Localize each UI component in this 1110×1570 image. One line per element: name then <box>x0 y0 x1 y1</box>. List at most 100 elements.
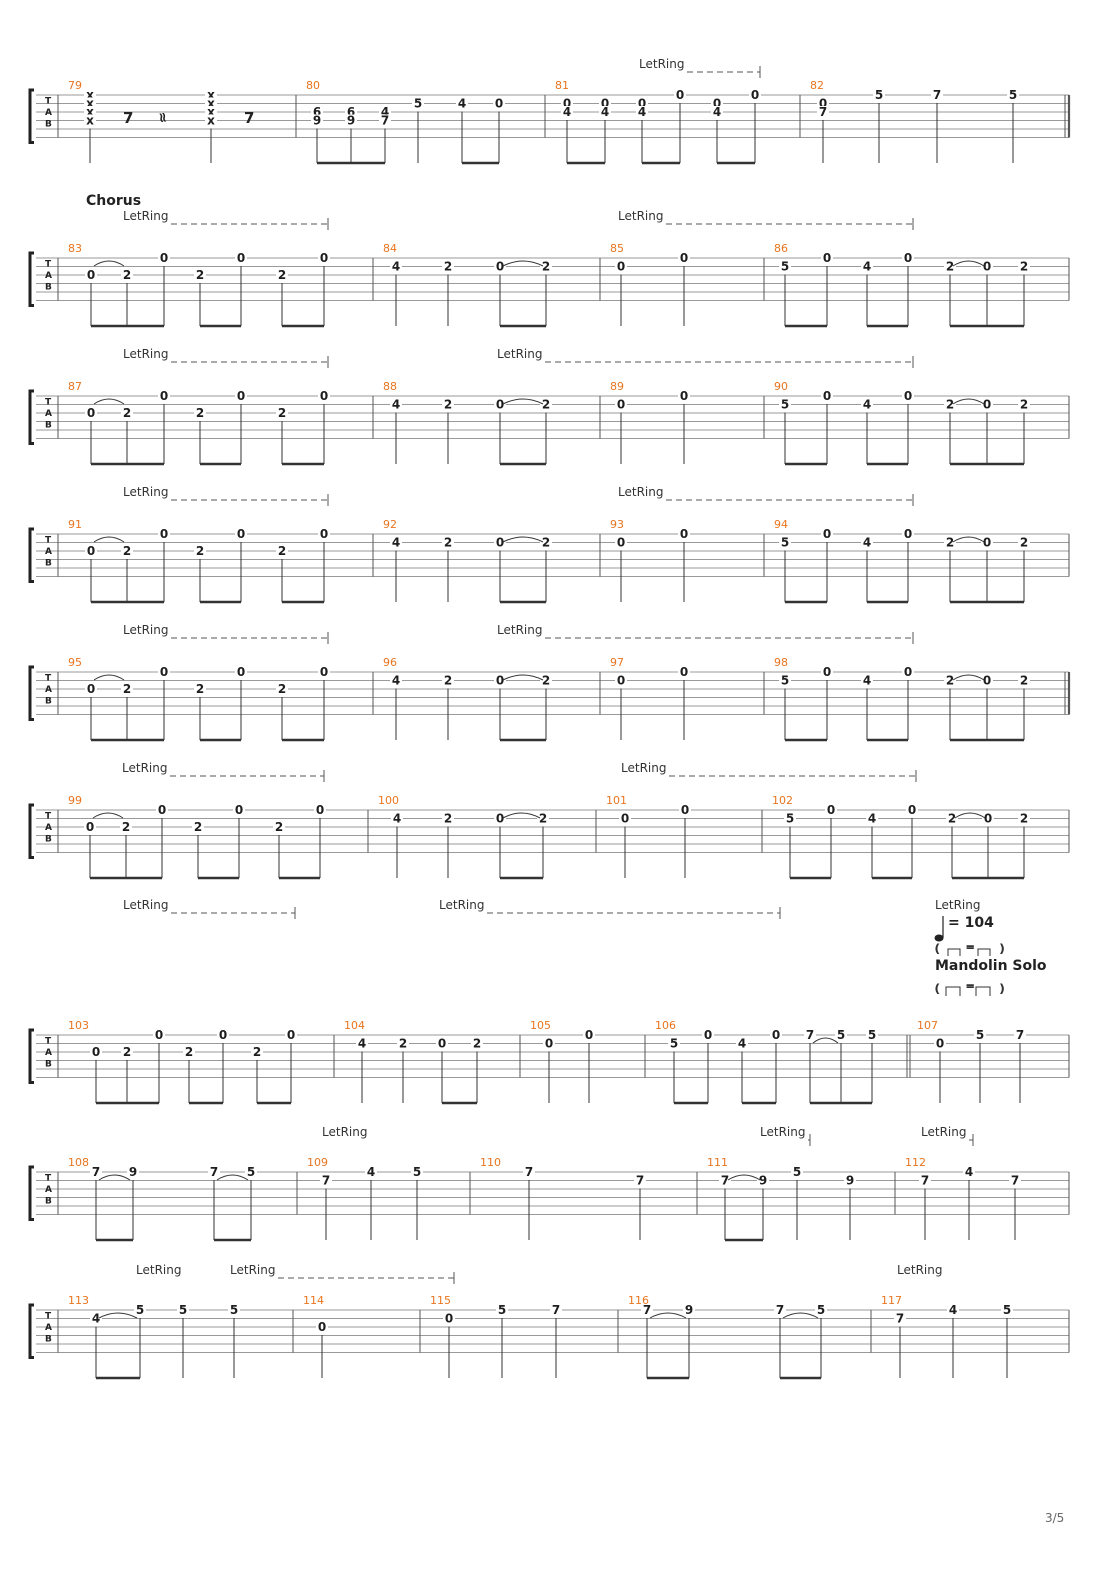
fret-number: x <box>86 105 94 119</box>
fret-number: 7 <box>552 1303 560 1317</box>
fret-number: 0 <box>496 812 504 826</box>
fret-background <box>561 106 573 117</box>
fret-number: 0 <box>87 682 95 696</box>
fret-number: 2 <box>946 260 954 274</box>
fret-number: 0 <box>235 803 243 817</box>
fret-background <box>779 674 791 686</box>
fret-number: 0 <box>676 88 684 102</box>
let-ring-label: LetRing <box>618 209 663 223</box>
fret-background <box>84 106 96 117</box>
tab-staff: TAB <box>28 527 1070 583</box>
fret-number: 0 <box>713 97 721 111</box>
fret-number: 2 <box>196 268 204 282</box>
fret-number: 0 <box>318 1320 326 1334</box>
fret-number: 0 <box>681 803 689 817</box>
let-ring-label: LetRing <box>322 1125 367 1139</box>
fret-number: 0 <box>617 536 625 550</box>
tab-clef-letter: B <box>45 559 52 569</box>
section-label-chorus: Chorus <box>86 193 141 209</box>
tie-arc <box>954 812 986 819</box>
fret-number: 0 <box>617 398 625 412</box>
fret-background <box>540 536 552 548</box>
fret-number: 0 <box>680 527 688 541</box>
tie-arc <box>502 674 544 681</box>
bar-number: 112 <box>905 1156 926 1169</box>
fret-number: 2 <box>1020 812 1028 826</box>
fret-background <box>471 1037 483 1049</box>
fret-background <box>121 545 133 556</box>
fret-background <box>121 407 133 418</box>
fret-number: 0 <box>984 812 992 826</box>
fret-number: 4 <box>393 812 401 826</box>
fret-number: 4 <box>863 260 871 274</box>
tie-arc <box>952 536 985 543</box>
fret-background <box>1018 812 1030 824</box>
fret-background <box>683 1304 695 1315</box>
tie-arc <box>93 260 125 267</box>
fret-number: 0 <box>819 97 827 111</box>
fret-number: 7 <box>806 1028 814 1042</box>
fret-background <box>318 252 330 263</box>
fret-background <box>390 398 402 410</box>
fret-background <box>356 1037 368 1049</box>
bar-number: 94 <box>774 518 788 531</box>
tab-staff: TAB <box>28 251 1070 307</box>
fret-background <box>494 260 506 272</box>
fret-number: 5 <box>868 1028 876 1042</box>
fret-number: 4 <box>638 105 646 119</box>
fret-number: 5 <box>670 1037 678 1051</box>
fret-number: 5 <box>793 1165 801 1179</box>
tab-clef-letter: A <box>45 271 52 281</box>
fret-number: x <box>86 88 94 102</box>
page-number: 3/5 <box>1045 1511 1064 1525</box>
fret-background <box>436 1037 448 1049</box>
fret-background <box>85 269 97 280</box>
fret-background <box>634 1174 646 1186</box>
fret-number: 0 <box>823 389 831 403</box>
fret-number: 2 <box>278 544 286 558</box>
fret-number: 2 <box>1020 260 1028 274</box>
tab-clef-letter: A <box>45 685 52 695</box>
fret-background <box>412 97 424 109</box>
fret-background <box>963 1166 975 1177</box>
fret-background <box>770 1029 782 1040</box>
fret-number: 7 <box>643 1303 651 1317</box>
fret-background <box>494 812 506 824</box>
fret-number: 2 <box>275 820 283 834</box>
let-ring-label: LetRing <box>123 485 168 499</box>
bar-number: 89 <box>610 380 624 393</box>
fret-background <box>205 97 217 109</box>
fret-background <box>442 260 454 272</box>
fret-background <box>678 252 690 263</box>
fret-background <box>235 252 247 263</box>
fret-background <box>285 1029 297 1040</box>
bar-number: 105 <box>530 1019 551 1032</box>
tab-clef-letter: B <box>45 1335 52 1345</box>
fret-background <box>153 1029 165 1040</box>
fret-number: 0 <box>680 665 688 679</box>
fret-number: 0 <box>772 1028 780 1042</box>
tab-clef-letter: B <box>45 1197 52 1207</box>
fret-number: 5 <box>875 88 883 102</box>
let-ring-label: LetRing <box>123 623 168 637</box>
fret-background <box>668 1037 680 1049</box>
svg-text:(: ( <box>935 982 939 995</box>
bar-number: 111 <box>707 1156 728 1169</box>
fret-background <box>442 812 454 824</box>
fret-background <box>946 812 958 824</box>
fret-background <box>85 545 97 556</box>
fret-number: 0 <box>160 527 168 541</box>
fret-number: 0 <box>445 1312 453 1326</box>
fret-background <box>679 804 691 815</box>
fret-number: 7 <box>776 1303 784 1317</box>
fret-background <box>205 89 217 100</box>
fret-number: 2 <box>196 406 204 420</box>
tab-clef-letter: A <box>45 1048 52 1058</box>
fret-background <box>902 528 914 539</box>
fret-number: 9 <box>129 1165 137 1179</box>
fret-background <box>702 1029 714 1040</box>
fret-number: 4 <box>367 1165 375 1179</box>
fret-number: 0 <box>155 1028 163 1042</box>
fret-number: 5 <box>498 1303 506 1317</box>
bar-number: 91 <box>68 518 82 531</box>
